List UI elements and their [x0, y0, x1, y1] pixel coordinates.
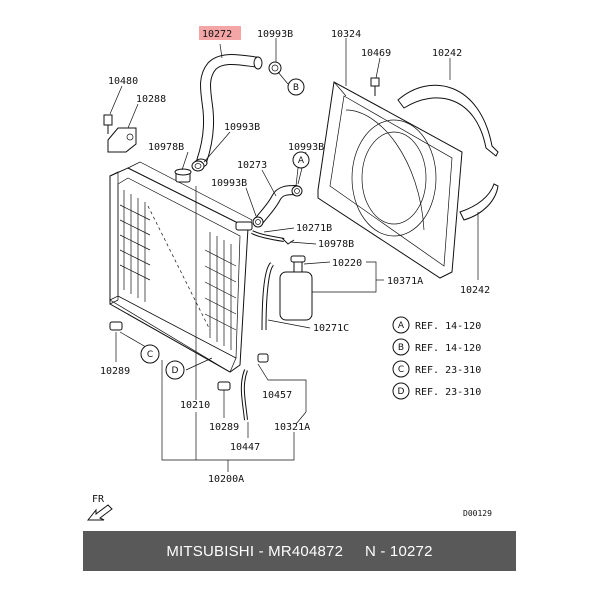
hose-clamp-mid — [191, 160, 205, 172]
label-10242-top: 10242 — [432, 48, 462, 59]
svg-text:REF. 23-310: REF. 23-310 — [415, 387, 481, 398]
label-10371a: 10371A — [387, 276, 423, 287]
svg-text:REF. 14-120: REF. 14-120 — [415, 321, 481, 332]
hose-clamp-top — [268, 61, 282, 75]
drain-hose — [240, 369, 248, 421]
label-10480: 10480 — [108, 76, 138, 87]
label-10271c: 10271C — [313, 323, 349, 334]
drain-cock-mid — [217, 381, 231, 391]
label-10272: 10272 — [202, 29, 232, 40]
hose-clamp-low — [252, 216, 264, 228]
label-10242-bottom: 10242 — [460, 285, 490, 296]
reserve-hose — [251, 230, 285, 242]
reference-b: B REF. 14-120 — [392, 338, 481, 356]
reserve-tank — [279, 255, 313, 321]
label-10321a: 10321A — [274, 422, 310, 433]
diagram-code: D00129 — [463, 509, 492, 518]
svg-text:REF. 14-120: REF. 14-120 — [415, 343, 481, 354]
svg-text:B: B — [293, 83, 299, 93]
label-10993b-low: 10993B — [211, 178, 247, 189]
label-10469: 10469 — [361, 48, 391, 59]
label-10457: 10457 — [262, 390, 292, 401]
footer-text: MITSUBISHI - MR404872 N - 10272 — [166, 542, 433, 560]
label-10200a: 10200A — [208, 474, 244, 485]
label-10447: 10447 — [230, 442, 260, 453]
callout-b: B — [287, 78, 305, 96]
fan-shroud — [317, 81, 463, 279]
drain-plug — [257, 353, 269, 363]
label-10324: 10324 — [331, 29, 361, 40]
drain-cock-left — [109, 321, 123, 331]
part-labels: 10272 10993B 10324 10469 10242 10480 102… — [100, 29, 490, 485]
svg-text:A: A — [398, 321, 405, 331]
highlight-box — [199, 26, 241, 40]
overflow-hose — [261, 262, 275, 331]
shroud-bolt — [370, 77, 380, 96]
bracket-bolt — [103, 114, 113, 134]
radiator — [109, 161, 253, 373]
fan-shroud-ring — [397, 84, 499, 221]
hose-clip — [281, 237, 295, 245]
label-10993b-top: 10993B — [257, 29, 293, 40]
callout-a: A — [292, 151, 310, 169]
front-arrow: FR — [86, 494, 113, 521]
label-10220: 10220 — [332, 258, 362, 269]
svg-text:D: D — [398, 387, 405, 397]
front-label: FR — [92, 494, 105, 505]
upper-hose — [194, 54, 263, 168]
leader-lines — [109, 38, 479, 472]
svg-text:REF. 23-310: REF. 23-310 — [415, 365, 481, 376]
svg-text:D: D — [172, 366, 179, 376]
svg-text:A: A — [298, 156, 305, 166]
label-10978b-b: 10978B — [318, 239, 354, 250]
footer-bar: MITSUBISHI - MR404872 N - 10272 — [83, 531, 516, 571]
label-10289-mid: 10289 — [209, 422, 239, 433]
label-10273: 10273 — [237, 160, 267, 171]
label-10271b: 10271B — [296, 223, 332, 234]
reference-a: A REF. 14-120 — [392, 316, 481, 334]
reference-c: C REF. 23-310 — [392, 360, 481, 378]
reference-legend: A REF. 14-120 B REF. 14-120 C REF. 23-31… — [392, 316, 481, 400]
callout-d: D — [165, 360, 185, 380]
svg-text:C: C — [398, 365, 404, 375]
lower-hose — [253, 185, 301, 227]
hose-clamp-right — [291, 185, 303, 197]
callout-c: C — [140, 344, 160, 364]
label-10210: 10210 — [180, 400, 210, 411]
svg-text:B: B — [398, 343, 404, 353]
reference-d: D REF. 23-310 — [392, 382, 481, 400]
label-10978b-a: 10978B — [148, 142, 184, 153]
svg-text:C: C — [147, 350, 153, 360]
label-10993b-mid: 10993B — [224, 122, 260, 133]
label-10289-left: 10289 — [100, 366, 130, 377]
label-10288: 10288 — [136, 94, 166, 105]
mounting-bracket — [107, 127, 137, 153]
label-10993b-right: 10993B — [288, 142, 324, 153]
